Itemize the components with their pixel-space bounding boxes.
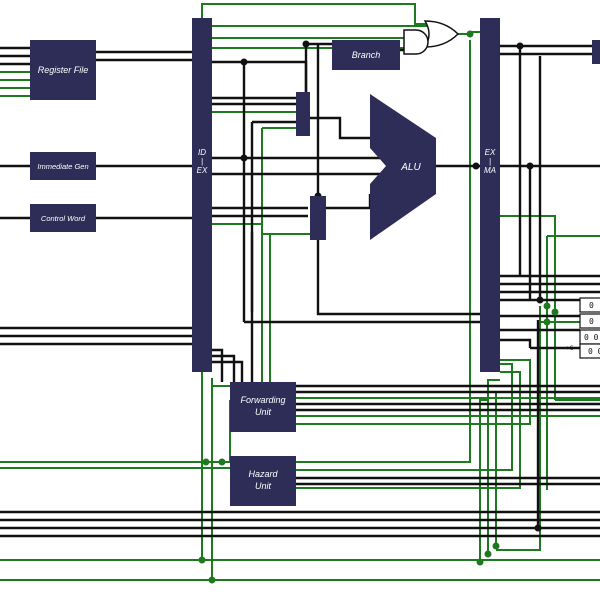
- svg-text:ID: ID: [198, 148, 206, 157]
- constant-inputs: 0 0 0 0 0 0 0 +C: [566, 297, 600, 359]
- svg-text:Unit: Unit: [255, 481, 272, 491]
- id-ex-pipeline-register: ID | EX: [192, 18, 212, 372]
- hazard-unit-block: Hazard Unit: [230, 456, 296, 506]
- svg-text:EX: EX: [197, 166, 208, 175]
- svg-text:Unit: Unit: [255, 407, 272, 417]
- and-gate: [403, 29, 429, 55]
- svg-text:Branch: Branch: [352, 50, 381, 60]
- or-gate: [423, 20, 460, 48]
- svg-text:Immediate Gen: Immediate Gen: [37, 162, 88, 171]
- mux-upper: [296, 92, 310, 136]
- svg-text:|: |: [201, 157, 203, 166]
- svg-text:|: |: [489, 157, 491, 166]
- svg-text:Forwarding: Forwarding: [240, 395, 285, 405]
- immediate-gen-block: Immediate Gen: [30, 152, 96, 180]
- register-file-block: Register File: [30, 40, 96, 100]
- data-wires: [0, 42, 600, 538]
- svg-text:0: 0: [589, 301, 594, 310]
- svg-text:Register File: Register File: [38, 65, 89, 75]
- control-word-block: Control Word: [30, 204, 96, 232]
- branch-block: Branch: [332, 40, 400, 70]
- svg-text:ALU: ALU: [400, 162, 421, 173]
- mux-lower: [310, 196, 326, 240]
- alu-block: ALU: [370, 94, 436, 240]
- next-stage-block-edge: [592, 40, 600, 64]
- svg-text:MA: MA: [484, 166, 496, 175]
- svg-text:Hazard: Hazard: [248, 469, 278, 479]
- ex-ma-pipeline-register: EX | MA: [480, 18, 500, 372]
- svg-text:0: 0: [589, 317, 594, 326]
- constant-side-label: +C: [566, 345, 574, 352]
- svg-text:0 0: 0 0: [588, 347, 600, 356]
- svg-text:0 0 0: 0 0 0: [584, 333, 600, 342]
- junctions: [198, 30, 559, 584]
- forwarding-unit-block: Forwarding Unit: [230, 382, 296, 432]
- svg-text:EX: EX: [485, 148, 496, 157]
- svg-text:Control Word: Control Word: [41, 214, 86, 223]
